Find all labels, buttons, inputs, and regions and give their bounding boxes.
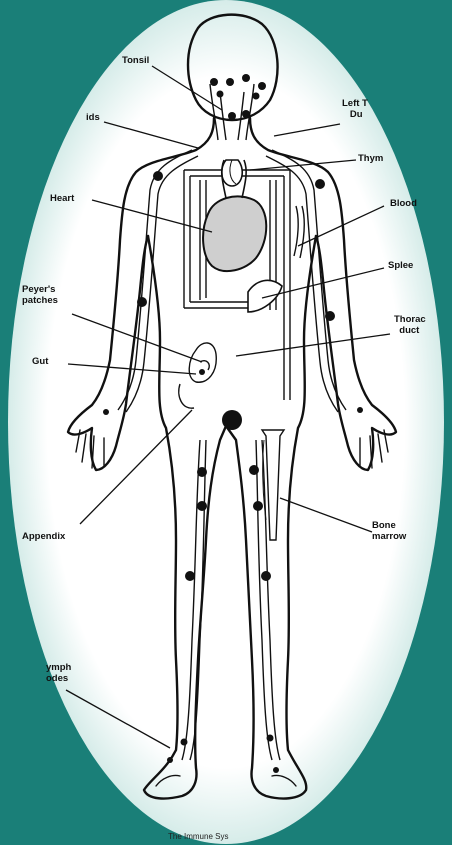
label-peyers-patches: Peyer's patches	[22, 284, 58, 306]
label-left-thoracic-duct: Left T Du	[342, 98, 368, 120]
label-thoracic-duct: Thorac duct	[394, 314, 426, 336]
label-gut: Gut	[32, 356, 48, 367]
caption: The Immune Sys	[168, 832, 228, 841]
label-lymph-nodes-top: ids	[86, 112, 100, 123]
label-lymph-nodes-bottom: ymph odes	[46, 662, 71, 684]
label-thymus: Thym	[358, 153, 383, 164]
label-appendix: Appendix	[22, 531, 65, 542]
label-tonsil: Tonsil	[122, 55, 149, 66]
label-bone-marrow: Bone marrow	[372, 520, 406, 542]
label-blood-vessels: Blood	[390, 198, 417, 209]
label-heart: Heart	[50, 193, 74, 204]
label-spleen: Splee	[388, 260, 413, 271]
